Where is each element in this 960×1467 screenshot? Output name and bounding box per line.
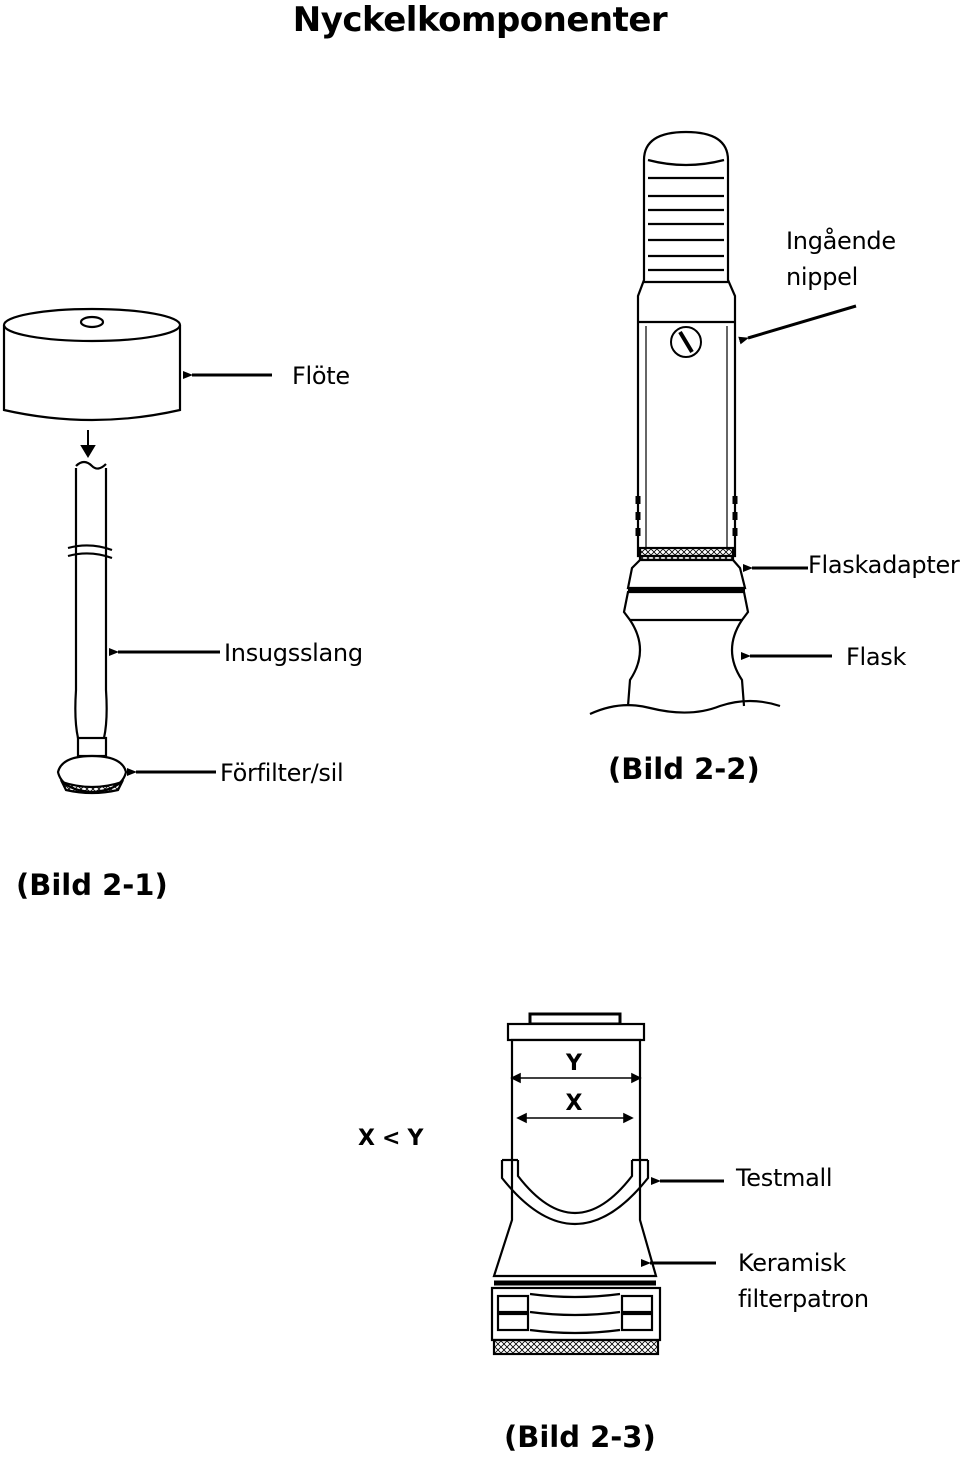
page-title: Nyckelkomponenter <box>292 0 668 40</box>
gauge-label: Testmall <box>736 1164 833 1192</box>
bottle-illustration <box>589 619 781 715</box>
float-illustration <box>2 307 182 422</box>
bottle-label: Flask <box>846 643 907 671</box>
intake-hose-illustration <box>67 460 113 758</box>
dimension-x-label: X <box>566 1091 583 1116</box>
prefilter-strainer-illustration <box>56 754 128 795</box>
adapter-label: Flaskadapter <box>808 551 960 579</box>
bottle-adapter-illustration <box>622 546 750 622</box>
float-label: Flöte <box>292 362 350 390</box>
relation-label: X < Y <box>358 1126 424 1151</box>
cartridge-label-line2: filterpatron <box>738 1285 869 1313</box>
cartridge-label: Keramisk filterpatron <box>738 1245 869 1317</box>
test-gauge-illustration <box>500 1158 650 1225</box>
figure-2-caption: (Bild 2-2) <box>608 752 760 786</box>
figure-3-caption: (Bild 2-3) <box>504 1420 656 1454</box>
inlet-nipple-label-line1: Ingående <box>786 227 896 255</box>
inlet-nipple-label: Ingående nippel <box>786 223 896 295</box>
inlet-nipple-arrow <box>738 304 857 345</box>
dimension-y-label: Y <box>565 1051 583 1076</box>
inlet-nipple-illustration <box>635 130 738 558</box>
figure-1-caption: (Bild 2-1) <box>16 868 168 902</box>
ceramic-cartridge-illustration <box>490 1012 662 1356</box>
inlet-nipple-label-line2: nippel <box>786 263 858 291</box>
prefilter-label: Förfilter/sil <box>220 759 344 787</box>
down-arrow-icon <box>80 430 96 458</box>
cartridge-label-line1: Keramisk <box>738 1249 846 1277</box>
dimension-lines <box>510 1072 642 1124</box>
hose-label: Insugsslang <box>224 639 363 667</box>
